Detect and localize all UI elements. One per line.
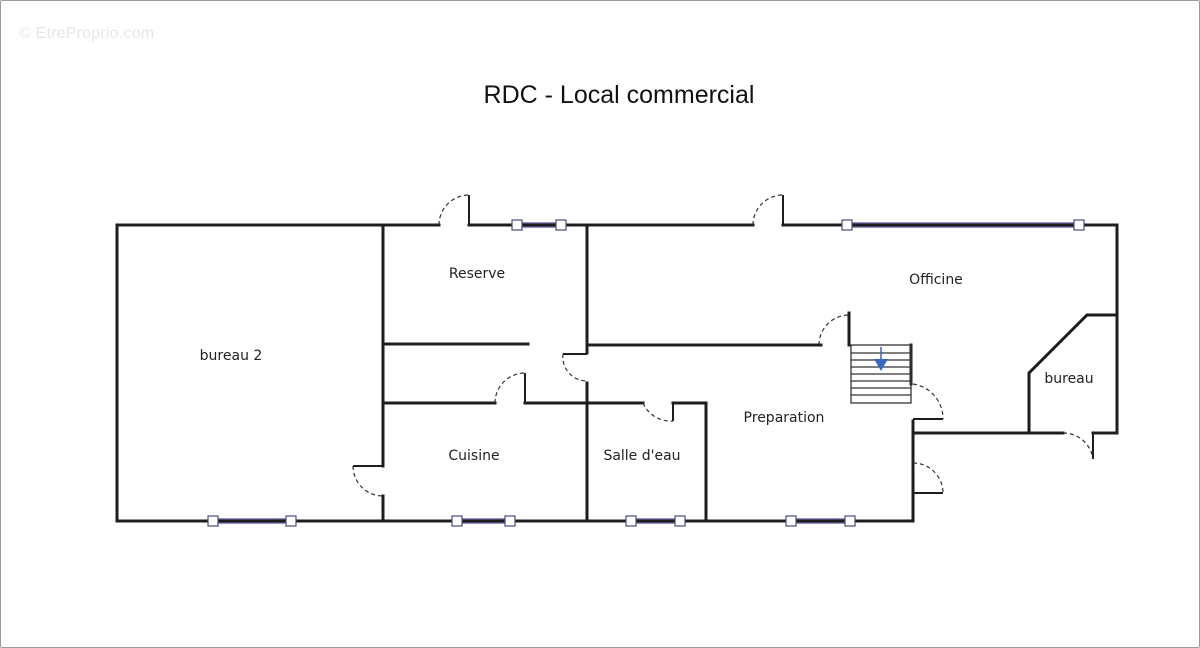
page-title: RDC - Local commercial bbox=[483, 81, 755, 109]
room-label-officine: Officine bbox=[909, 272, 963, 288]
doors bbox=[352, 194, 1094, 497]
windows bbox=[207, 219, 1085, 527]
watermark: © EtreProprio.com bbox=[19, 25, 155, 42]
exterior-walls bbox=[115, 223, 1119, 523]
room-label-cuisine: Cuisine bbox=[448, 448, 499, 464]
interior-walls bbox=[381, 223, 1117, 523]
room-label-bureau-2: bureau 2 bbox=[200, 348, 263, 364]
room-label-bureau: bureau bbox=[1044, 371, 1093, 387]
room-label-preparation: Preparation bbox=[744, 410, 825, 426]
down-arrow-icon bbox=[874, 359, 888, 371]
staircase bbox=[850, 344, 912, 404]
room-label-salle-d-eau: Salle d'eau bbox=[603, 448, 680, 464]
room-label-reserve: Reserve bbox=[449, 266, 505, 282]
